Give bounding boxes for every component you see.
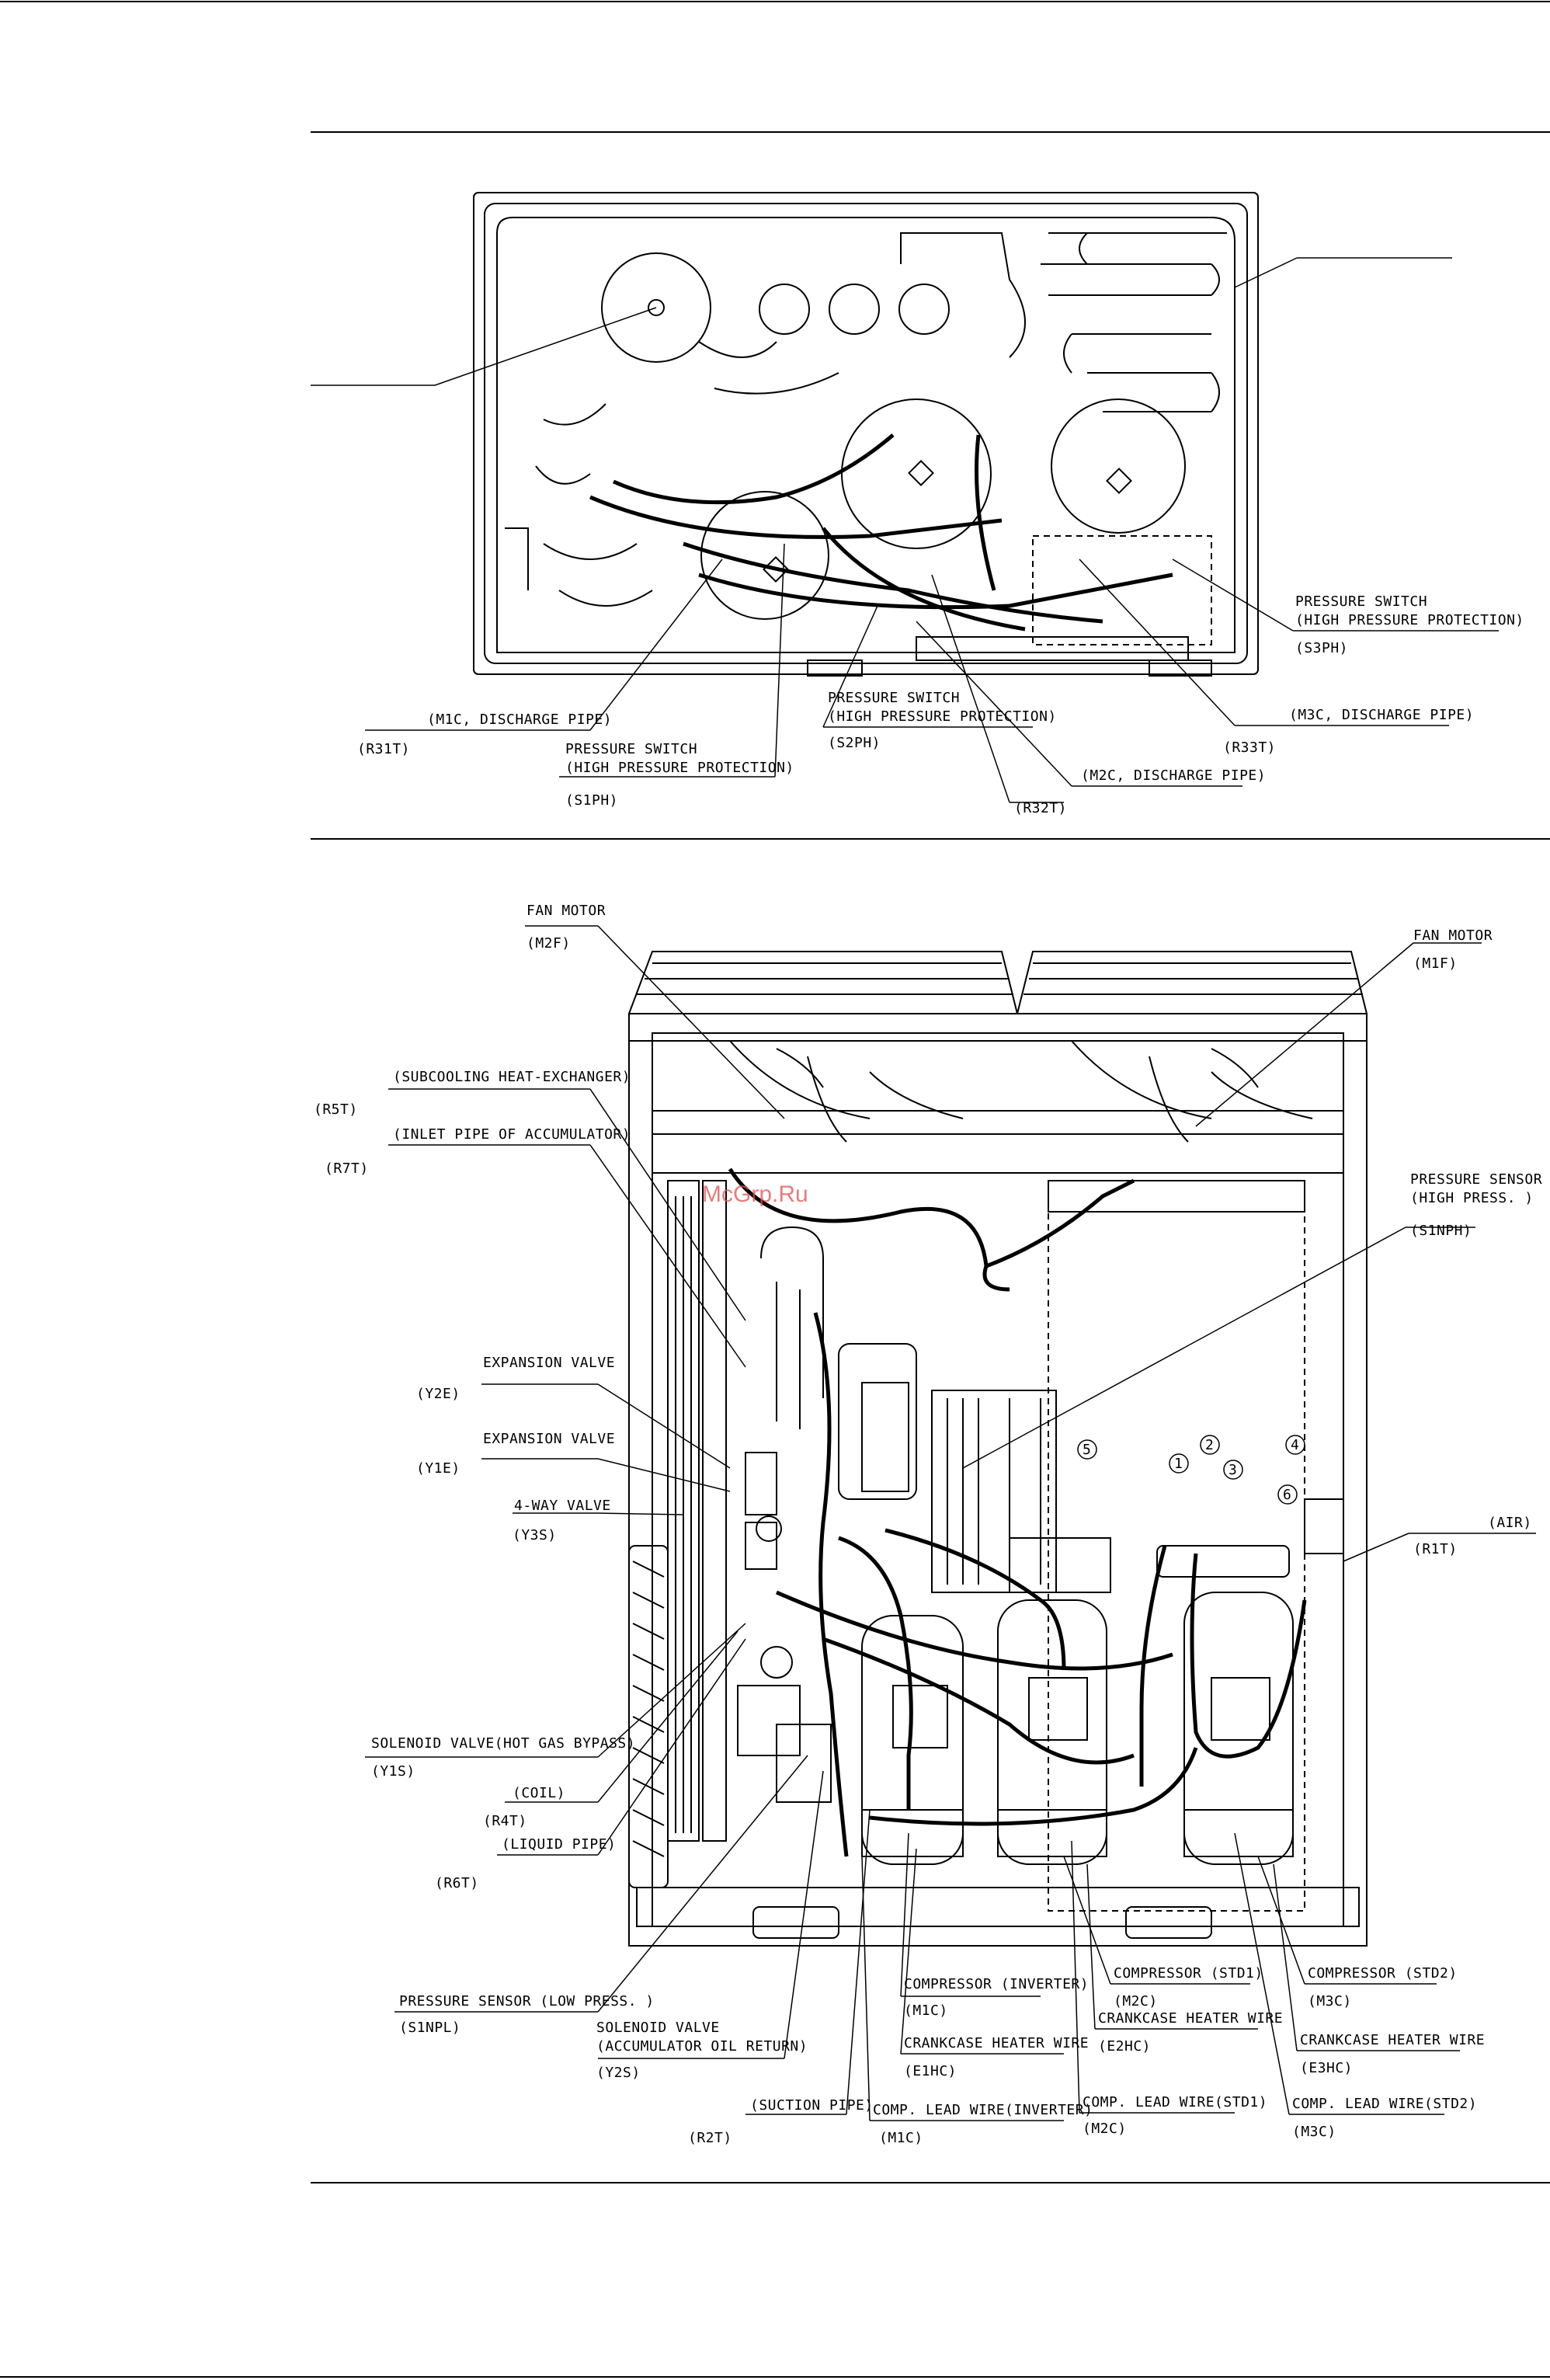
label-s3ph-code: (S3PH) [1295,640,1348,656]
label-r5t-code: (R5T) [314,1101,358,1118]
label-r7t-code: (R7T) [325,1160,369,1177]
label-r2t-title: (SUCTION PIPE) [750,2097,874,2114]
marker-6: 6 [1283,1487,1291,1503]
label-r6t-title: (LIQUID PIPE) [502,1836,616,1853]
label-s1nph-code: (S1NPH) [1410,1223,1472,1239]
label-s1nph-title2: (HIGH PRESS. ) [1410,1190,1534,1206]
label-e3hc-title: CRANKCASE HEATER WIRE [1300,2032,1485,2048]
label-y1s-title: SOLENOID VALVE(HOT GAS BYPASS) [371,1735,635,1752]
label-y3s-code: (Y3S) [513,1527,557,1543]
label-r4t-title: (COIL) [513,1785,565,1801]
label-m3c-discharge: (M3C, DISCHARGE PIPE) [1289,707,1474,723]
label-m2f-title: FAN MOTOR [527,903,606,919]
label-s3ph-title2: (HIGH PRESSURE PROTECTION) [1295,612,1524,628]
label-m3c-title: COMPRESSOR (STD2) [1308,1965,1458,1982]
label-r1t-code: (R1T) [1413,1541,1458,1557]
label-y2s-title1: SOLENOID VALVE [596,2020,720,2036]
label-s1ph-title1: PRESSURE SWITCH [565,741,697,757]
label-s1ph-title2: (HIGH PRESSURE PROTECTION) [565,760,794,776]
label-r6t-code: (R6T) [435,1875,479,1891]
label-s1npl-code: (S1NPL) [399,2020,460,2036]
label-r31t: (R31T) [357,741,410,757]
label-y2s-title2: (ACCUMULATOR OIL RETURN) [596,2038,808,2055]
label-e1hc-code: (E1HC) [904,2063,957,2079]
label-m3c-lead-title: COMP. LEAD WIRE(STD2) [1292,2096,1477,2112]
label-m1c-lead-title: COMP. LEAD WIRE(INVERTER) [873,2102,1093,2118]
label-m3c-code: (M3C) [1308,1993,1352,2009]
label-y2e-title: EXPANSION VALVE [483,1355,615,1371]
label-e3hc-code: (E3HC) [1300,2060,1353,2076]
label-y1e-code: (Y1E) [416,1460,460,1477]
label-s1npl-title: PRESSURE SENSOR (LOW PRESS. ) [399,1993,655,2009]
label-m2f-code: (M2F) [527,935,571,952]
front-view-leaders [365,925,1536,2121]
label-s2ph-code: (S2PH) [828,735,881,751]
label-e2hc-title: CRANKCASE HEATER WIRE [1098,2010,1283,2027]
label-r7t-title: (INLET PIPE OF ACCUMULATOR) [393,1126,631,1143]
label-r5t-title: (SUBCOOLING HEAT-EXCHANGER) [393,1069,631,1085]
label-s2ph-title1: PRESSURE SWITCH [828,690,960,706]
marker-3: 3 [1229,1462,1237,1478]
label-e2hc-code: (E2HC) [1098,2038,1151,2055]
top-view-unit [473,192,1259,677]
label-y1s-code: (Y1S) [371,1763,415,1780]
marker-4: 4 [1291,1437,1299,1453]
front-view-wires [728,1167,1307,1857]
label-s2ph-title2: (HIGH PRESSURE PROTECTION) [828,708,1057,725]
label-r32t: (R32T) [1014,800,1067,816]
label-m2c-discharge: (M2C, DISCHARGE PIPE) [1081,767,1266,784]
label-m2c-lead-title: COMP. LEAD WIRE(STD1) [1083,2094,1267,2110]
label-s3ph-title1: PRESSURE SWITCH [1295,593,1427,610]
label-m1c-title: COMPRESSOR (INVERTER) [904,1976,1089,1992]
label-m2c-code: (M2C) [1114,1993,1158,2009]
label-m1c-code: (M1C) [904,2002,948,2019]
label-m1f-code: (M1F) [1413,955,1458,972]
label-r4t-code: (R4T) [483,1813,527,1829]
marker-2: 2 [1205,1437,1214,1453]
label-m1c-discharge: (M1C, DISCHARGE PIPE) [427,712,612,728]
label-s1nph-title1: PRESSURE SENSOR [1410,1171,1542,1188]
front-view-labels: FAN MOTOR (M2F) FAN MOTOR (M1F) (SUBCOOL… [314,903,1542,2146]
label-y2s-code: (Y2S) [596,2065,641,2081]
label-y2e-code: (Y2E) [416,1386,460,1402]
label-r2t-code: (R2T) [688,2130,732,2146]
label-m1f-title: FAN MOTOR [1413,927,1493,944]
marker-5: 5 [1083,1442,1091,1458]
label-m2c-title: COMPRESSOR (STD1) [1114,1965,1263,1982]
marker-1: 1 [1174,1456,1183,1472]
label-r33t: (R33T) [1223,739,1276,756]
top-view-wires [589,433,1173,632]
watermark: McGrp.Ru [702,1181,808,1207]
label-e1hc-title: CRANKCASE HEATER WIRE [904,2035,1089,2051]
label-m2c-lead-code: (M2C) [1083,2121,1127,2137]
label-y3s-title: 4-WAY VALVE [514,1498,611,1514]
top-view-labels: PRESSURE SWITCH (HIGH PRESSURE PROTECTIO… [357,593,1524,816]
label-m3c-lead-code: (M3C) [1292,2124,1336,2140]
label-r1t-title: (AIR) [1488,1515,1532,1531]
front-view-unit [627,951,1368,1947]
connector-markers: 5 1 2 3 4 6 [1077,1435,1305,1505]
label-y1e-title: EXPANSION VALVE [483,1431,615,1447]
label-s1ph-code: (S1PH) [565,792,618,809]
label-m1c-lead-code: (M1C) [879,2130,923,2146]
top-view-leaders [311,257,1499,803]
